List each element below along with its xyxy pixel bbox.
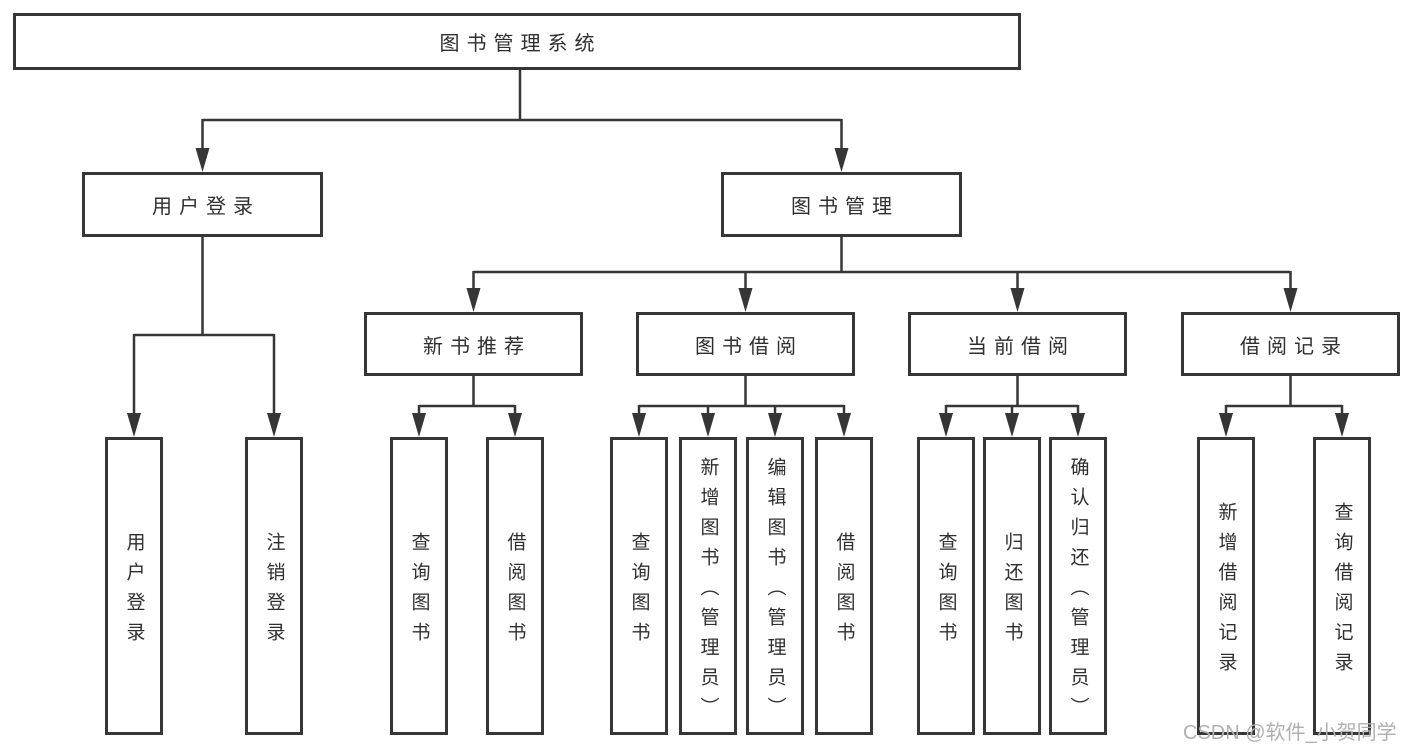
leaf-label: 查询借阅记录 [1331,501,1353,682]
leaf-query-books-3: 查询图书 [917,437,975,735]
leaf-user-login: 用户登录 [105,437,163,735]
leaf-query-borrow-record: 查询借阅记录 [1313,437,1371,735]
leaf-edit-books-admin: 编辑图书（管理员） [746,437,804,735]
leaf-label: 查询图书 [408,531,430,652]
node-current-borrow: 当前借阅 [908,312,1127,376]
leaf-label: 注销登录 [263,531,285,652]
leaf-label: 编辑图书（管理员） [764,456,786,727]
leaf-label: 确认归还（管理员） [1067,456,1089,727]
leaf-label: 查询图书 [935,531,957,652]
node-label: 图书管理 [791,196,899,218]
leaf-query-books-1: 查询图书 [390,437,448,735]
node-label: 用户登录 [152,196,260,218]
leaf-label: 新增借阅记录 [1215,501,1237,682]
leaf-logout: 注销登录 [245,437,303,735]
leaf-label: 归还图书 [1001,531,1023,652]
leaf-return-books: 归还图书 [983,437,1041,735]
node-book-borrow: 图书借阅 [636,312,855,376]
connector-paths [132,70,1344,414]
leaf-add-books-admin: 新增图书（管理员） [679,437,737,735]
leaf-label: 用户登录 [123,531,145,652]
node-label: 图书借阅 [695,335,803,358]
leaf-borrow-books-1: 借阅图书 [486,437,544,735]
node-root-label: 图书管理系统 [439,33,602,55]
node-borrow-records: 借阅记录 [1181,312,1400,376]
watermark: CSDN @软件_小贺同学 [1183,722,1397,744]
leaf-add-borrow-record: 新增借阅记录 [1197,437,1255,735]
leaf-label: 新增图书（管理员） [697,456,719,727]
leaf-label: 查询图书 [628,531,650,652]
node-user-login-branch: 用户登录 [82,172,323,237]
leaf-query-books-2: 查询图书 [610,437,668,735]
leaf-confirm-return-admin: 确认归还（管理员） [1049,437,1107,735]
node-new-book-recommend: 新书推荐 [364,312,583,376]
node-label: 当前借阅 [967,335,1075,358]
node-label: 新书推荐 [423,335,531,358]
leaf-label: 借阅图书 [504,531,526,652]
node-book-management-branch: 图书管理 [721,172,962,237]
arrowheads [127,148,1349,437]
node-root-system: 图书管理系统 [13,13,1021,70]
node-label: 借阅记录 [1240,335,1348,358]
leaf-borrow-books-2: 借阅图书 [815,437,873,735]
leaf-label: 借阅图书 [833,531,855,652]
